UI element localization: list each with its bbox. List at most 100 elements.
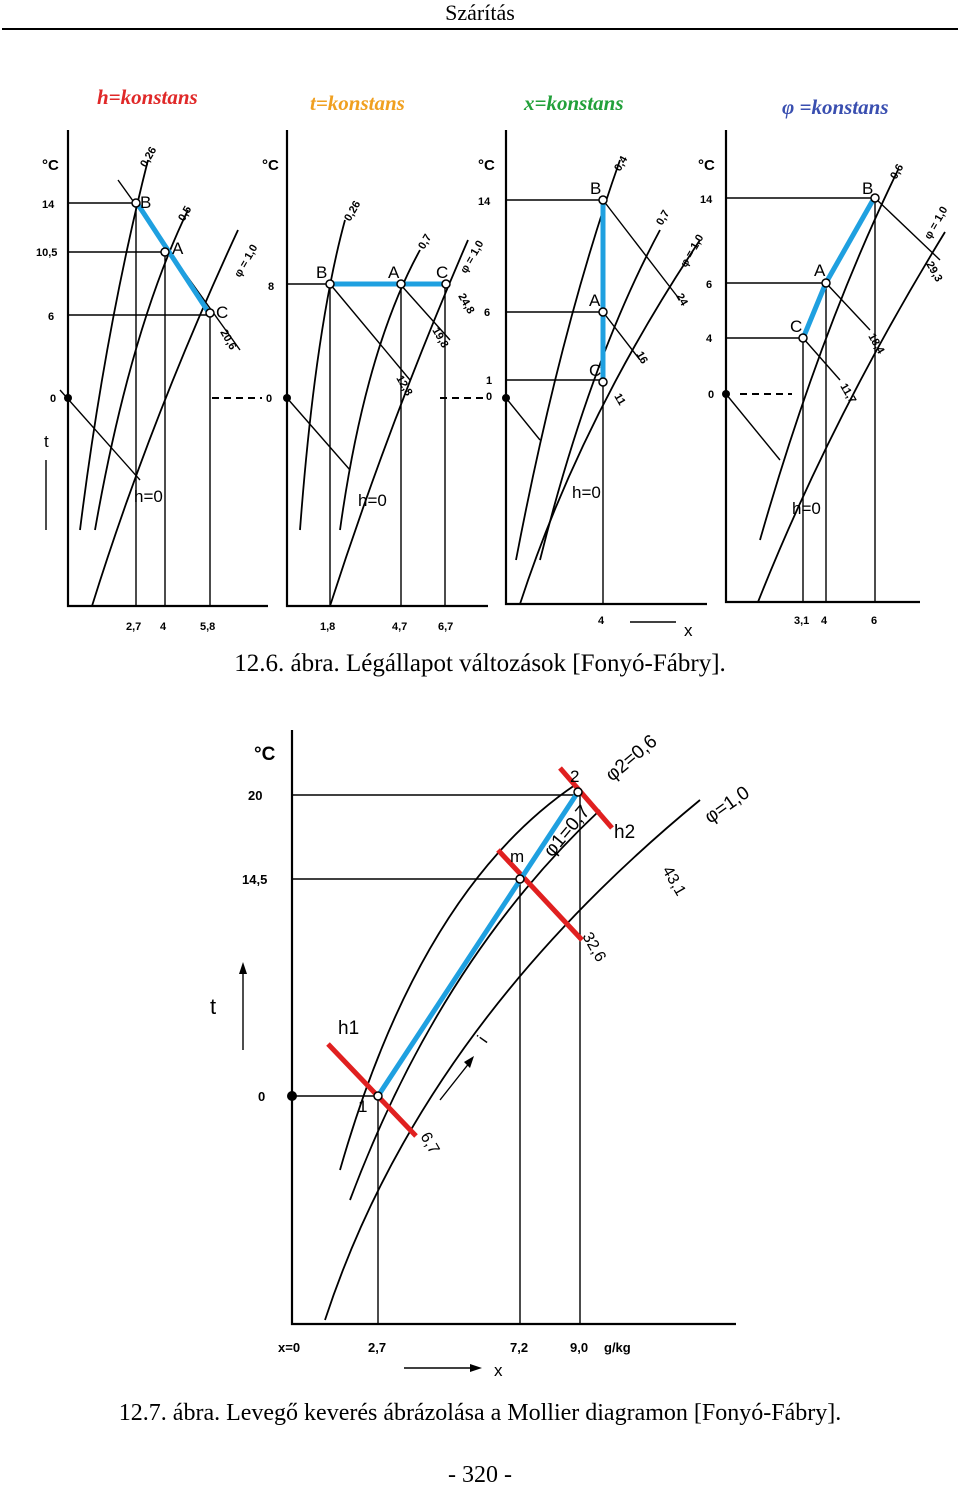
panel1-phi-label: φ = 1,0 xyxy=(232,243,260,280)
panel1-axes xyxy=(66,130,268,608)
panel4-point-a: A xyxy=(814,261,826,280)
fig2-ytick-14-5: 14,5 xyxy=(242,872,267,887)
panel2-unit: °C xyxy=(262,157,279,174)
fig2-xtick-unit: g/kg xyxy=(604,1340,631,1355)
fig2-h-value-43-1: 43,1 xyxy=(659,864,689,900)
panel4-ytick-0: 0 xyxy=(708,389,714,401)
panel-title-x-const: x=konstans xyxy=(523,91,624,115)
panel4-axes xyxy=(724,130,920,604)
panel3-xtick-4: 4 xyxy=(598,615,605,627)
panel1-xtick-4: 4 xyxy=(160,621,167,633)
panel2-h-label-19-8: 19,8 xyxy=(429,326,450,351)
panel1-curve-label-0-26: 0,26 xyxy=(138,145,159,170)
panel3-phi-label: φ = 1,0 xyxy=(678,233,706,270)
panel2-point-a: A xyxy=(388,263,400,282)
panel4-point-c: C xyxy=(790,317,802,336)
panel4-ytick-4: 4 xyxy=(706,333,713,345)
header-rule xyxy=(2,28,958,30)
panel2-h-label-24-8: 24,8 xyxy=(455,292,476,317)
fig2-unit: °C xyxy=(254,744,276,765)
panel2-curve-label-0-26: 0,26 xyxy=(342,199,363,224)
panel3-point-a: A xyxy=(589,291,601,310)
panel3-saturation-curve xyxy=(519,239,701,605)
figure-12-6: h=konstans t=konstans x=konstans φ =kons… xyxy=(36,85,950,640)
fig2-axes xyxy=(290,730,736,1326)
fig2-xtick-2-7: 2,7 xyxy=(368,1340,386,1355)
fig2-phi2-label: φ2=0,6 xyxy=(602,731,662,786)
panel2-xtick-4-7: 4,7 xyxy=(392,621,407,633)
panel3-point-b: B xyxy=(590,179,601,198)
panel1-h0-label: h=0 xyxy=(134,487,163,506)
fig2-t-label: t xyxy=(210,994,216,1019)
fig2-saturation-curve xyxy=(324,799,701,1321)
panel1-point-b: B xyxy=(140,193,151,212)
panel4-xtick-4: 4 xyxy=(821,615,828,627)
fig2-h-value-6-7: 6,7 xyxy=(417,1130,443,1158)
fig2-point-2: 2 xyxy=(570,767,579,786)
panel4-ytick-6: 6 xyxy=(706,279,712,291)
panel3-h-label-11: 11 xyxy=(611,392,627,408)
panel1-point-c: C xyxy=(216,303,228,322)
panel2-xtick-6-7: 6,7 xyxy=(438,621,453,633)
panel2-phi-label: φ = 1,0 xyxy=(458,239,486,276)
fig2-i-label: i xyxy=(474,1032,492,1046)
panel1-unit: °C xyxy=(42,157,59,174)
panel3-ytick-14: 14 xyxy=(478,196,491,208)
panel4-h-label-18-4: 18,4 xyxy=(865,332,887,357)
panel1-curve-label-0-5: 0,5 xyxy=(176,204,194,223)
figure-12-6-caption: 12.6. ábra. Légállapot változások [Fonyó… xyxy=(234,650,726,677)
panel3-curve-label-0-7: 0,7 xyxy=(654,208,672,227)
figure-12-7-caption: 12.7. ábra. Levegő keverés ábrázolása a … xyxy=(118,1400,842,1426)
panel3-ytick-1: 1 xyxy=(486,375,492,387)
panel2-h0-label: h=0 xyxy=(358,491,387,510)
fig2-ytick-20: 20 xyxy=(248,788,262,803)
panel4-xtick-6: 6 xyxy=(871,615,877,627)
panel4-h-label-11-7: 11,7 xyxy=(837,382,858,406)
panel2-xtick-1-8: 1,8 xyxy=(320,621,335,633)
panel1-ytick-0: 0 xyxy=(50,393,56,405)
fig2-h1-line xyxy=(326,1042,418,1138)
panel2-point-c: C xyxy=(436,263,448,282)
fig2-point-1: 1 xyxy=(358,1097,367,1116)
fig2-x-label: x xyxy=(494,1361,503,1380)
panel-x-constant: °C 14 6 1 0 B A C 0,4 0,7 φ = 1,0 24 16 … xyxy=(478,130,707,640)
panel3-unit: °C xyxy=(478,157,495,174)
fig2-xtick-7-2: 7,2 xyxy=(510,1340,528,1355)
panel4-ytick-14: 14 xyxy=(700,194,713,206)
panel1-ytick-14: 14 xyxy=(42,199,55,211)
panel1-h-label: 20,6 xyxy=(217,328,238,353)
panel4-curve-label-0-6: 0,6 xyxy=(888,162,906,181)
figure-12-7: °C 20 14,5 0 t i 1 m 2 h1 h2 φ2=0,6 φ1=0… xyxy=(210,730,754,1380)
fig2-hm-line xyxy=(496,848,584,942)
panel3-ytick-6: 6 xyxy=(484,307,490,319)
panel3-h0-label: h=0 xyxy=(572,483,601,502)
panel-phi-constant: °C 14 6 4 0 B A C 0,6 φ = 1,0 29,3 18,4 … xyxy=(698,130,950,627)
panel-title-h-const: h=konstans xyxy=(97,85,198,109)
panel2-curve-label-0-7: 0,7 xyxy=(416,232,434,251)
panel4-phi-label: φ = 1,0 xyxy=(922,205,950,242)
panel4-saturation-curve xyxy=(757,231,946,603)
panel2-point-b: B xyxy=(316,263,327,282)
fig2-h1-label: h1 xyxy=(338,1018,359,1039)
panel4-h0-label: h=0 xyxy=(792,499,821,518)
panel4-xtick-3-1: 3,1 xyxy=(794,615,809,627)
panel1-ytick-10-5: 10,5 xyxy=(36,247,57,259)
fig2-point-m: m xyxy=(510,847,524,866)
panel1-xtick-5-8: 5,8 xyxy=(200,621,215,633)
fig2-xtick-x0: x=0 xyxy=(278,1340,300,1355)
fig2-h2-line xyxy=(558,766,614,830)
panel-title-phi-const: φ =konstans xyxy=(782,95,889,119)
panel-title-t-const: t=konstans xyxy=(310,91,405,115)
panel1-point-a: A xyxy=(172,239,184,258)
panel3-x-label: x xyxy=(684,621,693,640)
fig2-mixing-line xyxy=(375,790,581,1098)
page-number: - 320 - xyxy=(448,1462,512,1488)
panel4-point-b: B xyxy=(862,179,873,198)
panel4-unit: °C xyxy=(698,157,715,174)
panel2-ytick-8: 8 xyxy=(268,281,274,293)
fig2-h2-label: h2 xyxy=(614,822,635,843)
panel3-axes xyxy=(504,130,707,606)
fig2-phi2-curve xyxy=(339,784,576,1171)
panel-h-constant: °C 14 10,5 6 0 t B A C 0,26 0,5 φ = 1,0 xyxy=(36,130,268,633)
panel2-axes xyxy=(285,130,488,608)
